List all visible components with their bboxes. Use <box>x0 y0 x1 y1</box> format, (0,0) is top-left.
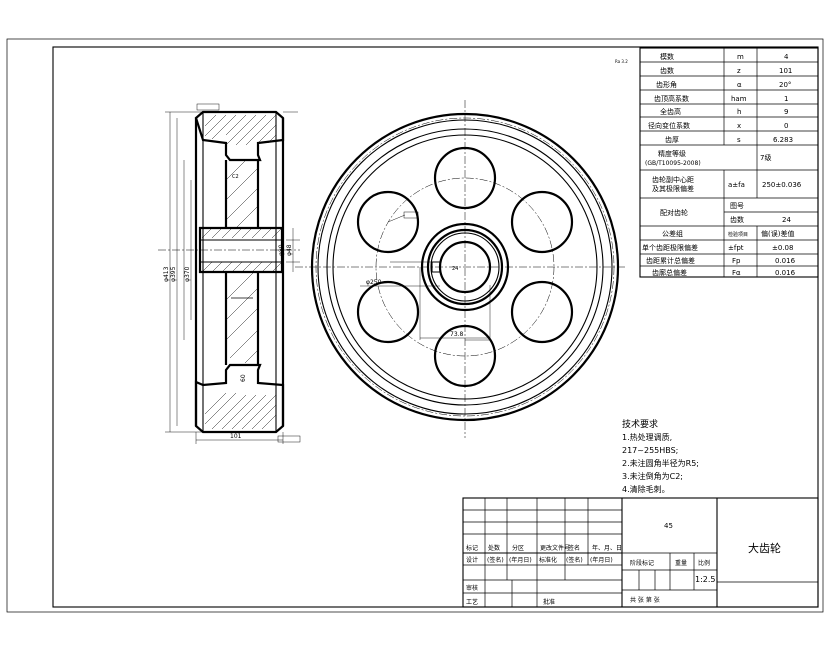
tb-stage: 阶段标记 <box>630 559 654 567</box>
gear-parameter-table <box>639 47 819 278</box>
center-name-1: 齿轮副中心距 <box>652 175 694 184</box>
tol-name-0: 单个齿距极限偏差 <box>642 243 698 252</box>
tb-date-ph-2: (年月日) <box>590 556 613 564</box>
tb-scale-label: 比例 <box>698 559 710 567</box>
web-dim: 24 <box>452 266 458 272</box>
side-section-view: 101 φ413 φ395 φ370 φ80 φ48 60 C2 <box>158 103 301 444</box>
param-val-3: 1 <box>784 95 788 103</box>
bore-dia-dim: φ48 <box>286 244 293 256</box>
root-dia-dim: φ395 <box>170 266 177 282</box>
center-val: 250±0.036 <box>762 181 802 189</box>
param-val-5: 0 <box>784 122 788 130</box>
part-name: 大齿轮 <box>748 541 781 555</box>
chamfer-label: C2 <box>232 174 239 180</box>
requirement-line-3: 3.未注倒角为C2; <box>622 471 683 481</box>
tb-scale: 1:2.5 <box>695 575 716 584</box>
tb-date: 年、月、日 <box>592 544 622 552</box>
param-name-2: 齿形角 <box>656 80 677 89</box>
mating-row1: 图号 <box>730 202 744 210</box>
param-val-6: 6.283 <box>773 136 793 144</box>
hub-length-dim: 60 <box>240 374 247 382</box>
requirement-line-0: 1.热处理调质, <box>622 432 672 442</box>
tb-sign-ph-2: (签名) <box>566 556 583 564</box>
param-sym-5: x <box>737 122 741 130</box>
tb-sign-ph-1: (签名) <box>487 556 504 564</box>
tb-standard: 标准化 <box>539 556 557 564</box>
front-view: 73.8 φ250 24 <box>295 100 625 438</box>
param-name-3: 齿顶高系数 <box>654 94 689 103</box>
requirement-line-1: 217~255HBS; <box>622 446 678 455</box>
param-val-0: 4 <box>784 53 789 61</box>
mating-name: 配对齿轮 <box>660 208 688 217</box>
precision-name-2: (GB/T10095-2008) <box>645 160 701 167</box>
keyway-dim: 73.8 <box>450 331 464 338</box>
param-sym-6: s <box>737 136 741 144</box>
param-sym-4: h <box>737 108 741 116</box>
inner-frame <box>52 46 819 608</box>
tb-sheets: 共 张 第 张 <box>630 596 660 604</box>
tol-name-2: 齿廓总偏差 <box>652 268 687 277</box>
tb-approve: 批准 <box>543 598 555 606</box>
param-name-4: 全齿高 <box>660 107 681 116</box>
param-sym-2: α <box>737 81 742 89</box>
tb-doc: 更改文件号 <box>540 544 570 552</box>
param-val-2: 20° <box>779 81 791 89</box>
technical-requirements: 技术要求 1.热处理调质, 217~255HBS; 2.未注圆角半径为R5; 3… <box>622 418 699 494</box>
title-block <box>462 497 819 608</box>
tol-sym-0: ±fpt <box>728 244 744 252</box>
check-name: 公差组 <box>662 229 683 238</box>
param-val-1: 101 <box>779 67 792 75</box>
tol-name-1: 齿距累计总偏差 <box>646 256 695 265</box>
outer-frame <box>6 38 824 613</box>
roughness-note: Ra 3.2 <box>615 59 628 64</box>
center-sym: a±fa <box>728 181 745 189</box>
precision-name-1: 精度等级 <box>658 149 686 158</box>
mating-row2: 齿数 <box>730 215 744 224</box>
hub-dia-dim: φ80 <box>278 244 285 256</box>
tol-sym-2: Fα <box>732 269 741 277</box>
tol-sym-1: Fp <box>732 257 741 265</box>
tol-val-1: 0.016 <box>775 257 796 265</box>
center-name-2: 及其极限偏差 <box>652 184 694 193</box>
requirement-line-4: 4.清除毛刺。 <box>622 484 670 494</box>
tb-zone: 分区 <box>512 544 524 552</box>
param-sym-3: ham <box>731 95 747 103</box>
precision-val: 7级 <box>760 153 771 162</box>
param-name-6: 齿厚 <box>665 136 679 144</box>
tb-date-ph-1: (年月日) <box>509 556 532 564</box>
param-name-0: 模数 <box>660 52 674 61</box>
material-label: 45 <box>664 522 673 530</box>
param-name-1: 齿数 <box>660 66 674 75</box>
rim-dia-dim: φ370 <box>184 266 191 282</box>
tb-process: 工艺 <box>466 598 478 606</box>
param-sym-0: m <box>737 53 744 61</box>
tb-count: 处数 <box>488 544 500 552</box>
mating-row2-val: 24 <box>782 216 791 224</box>
side-width-dim: 101 <box>230 433 242 440</box>
tol-val-2: 0.016 <box>775 269 796 277</box>
param-name-5: 径向变位系数 <box>648 121 690 130</box>
param-val-4: 9 <box>784 108 788 116</box>
tb-review: 审核 <box>466 584 478 592</box>
tb-design: 设计 <box>466 556 478 564</box>
outer-dia-dim: φ413 <box>163 266 170 282</box>
check-sym: 检验项目 <box>728 231 748 238</box>
tb-weight: 重量 <box>675 559 687 567</box>
hole-circle-dim: φ250 <box>366 279 382 286</box>
param-sym-1: z <box>737 67 741 75</box>
tol-val-0: ±0.08 <box>772 244 793 252</box>
tb-sign: 签名 <box>568 544 580 552</box>
requirements-title: 技术要求 <box>622 418 658 430</box>
requirement-line-2: 2.未注圆角半径为R5; <box>622 458 699 468</box>
check-val: 偏(误)差值 <box>761 229 794 238</box>
tb-mark: 标记 <box>466 544 478 552</box>
